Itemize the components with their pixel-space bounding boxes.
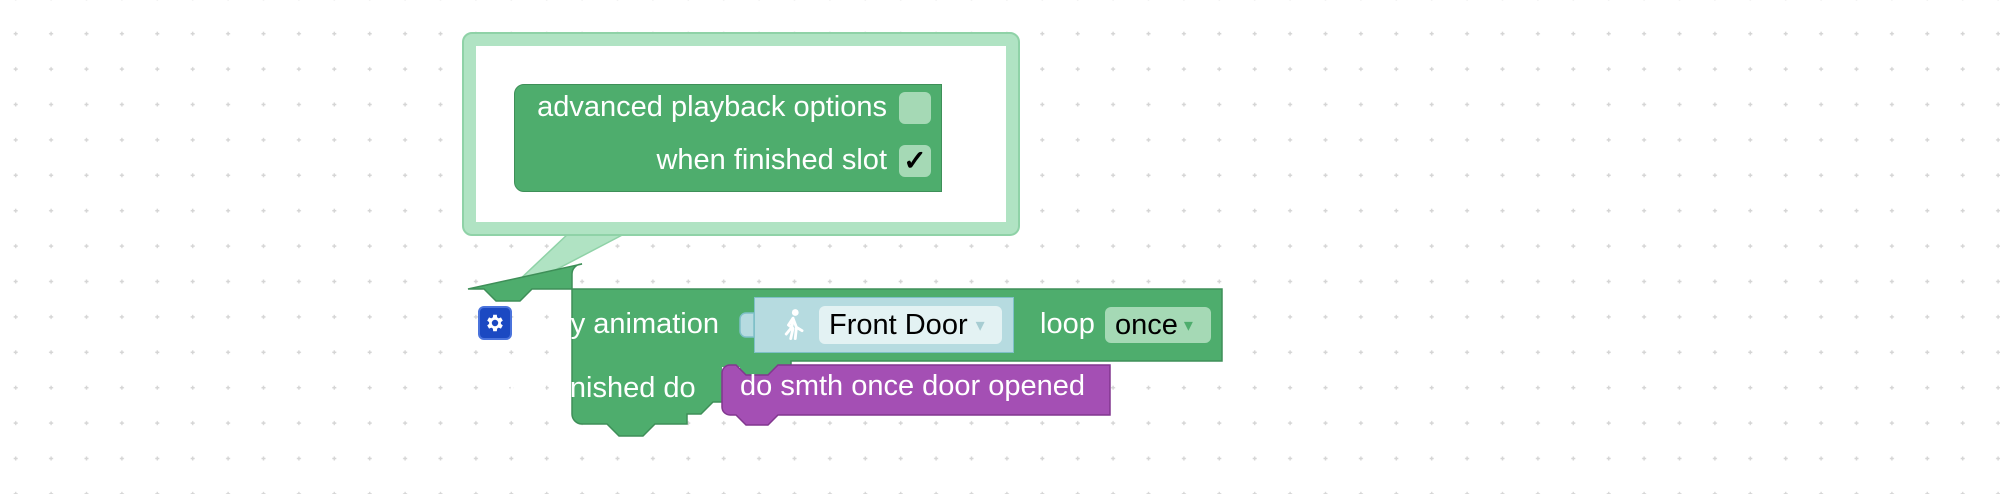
- finished-slot-row: when finished slot ✓: [656, 144, 931, 177]
- when-finished-label: when finished do: [478, 372, 696, 404]
- gear-icon: [487, 314, 503, 332]
- advanced-option-row: advanced playback options: [537, 91, 931, 124]
- walking-person-icon: [784, 309, 804, 341]
- block-title: play animation: [532, 308, 719, 340]
- checkmark-icon: ✓: [903, 145, 927, 176]
- procedure-call-label: do smth once door opened: [740, 370, 1086, 402]
- loop-label: loop: [1040, 308, 1095, 340]
- chevron-down-icon: ▾: [1183, 314, 1193, 335]
- loop-dropdown-value: once: [1115, 308, 1178, 341]
- animation-dropdown-value: Front Door: [829, 308, 968, 341]
- loop-dropdown[interactable]: once ▾: [1105, 307, 1211, 343]
- advanced-option-label: advanced playback options: [537, 91, 887, 123]
- finished-slot-checkbox[interactable]: ✓: [899, 144, 931, 177]
- finished-slot-label: when finished slot: [656, 144, 887, 176]
- chevron-down-icon: ▾: [975, 314, 985, 335]
- animation-dropdown[interactable]: Front Door ▾: [819, 306, 1002, 344]
- settings-gear-button[interactable]: [478, 306, 512, 340]
- advanced-option-checkbox[interactable]: [899, 91, 931, 124]
- mutator-options-block[interactable]: advanced playback options when finished …: [514, 84, 942, 192]
- animation-input[interactable]: Front Door ▾: [754, 297, 1014, 353]
